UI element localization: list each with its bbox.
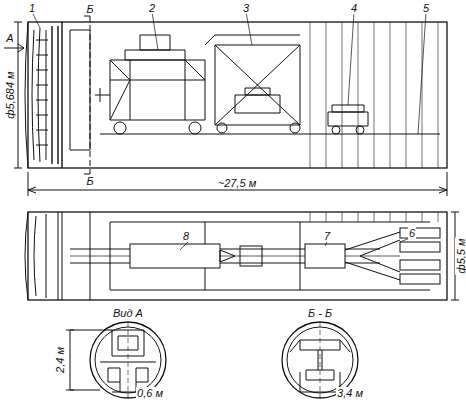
drawing-label: Б xyxy=(85,175,94,187)
drawing-label: ф5,5 м xyxy=(455,237,466,274)
drawing-label: Вид А xyxy=(112,307,144,319)
drawing-label: 8 xyxy=(182,230,190,242)
drawing-label: ф5,684 м xyxy=(4,70,16,119)
drawing-label: 2 xyxy=(148,2,156,14)
drawing-label: 3,4 м xyxy=(336,387,364,399)
drawing-label: А xyxy=(5,32,14,44)
drawing-label: 4 xyxy=(350,2,358,14)
drawing-label: 6 xyxy=(408,227,416,239)
drawing-label: 5 xyxy=(422,2,430,14)
drawing-label: Б xyxy=(85,3,94,15)
drawing-label: ~27,5 м xyxy=(217,177,257,189)
drawing-label: 7 xyxy=(323,230,331,242)
drawing-label: 2,4 м xyxy=(54,346,66,374)
drawing-label: 3 xyxy=(242,2,250,14)
drawing-label: 0,6 м xyxy=(136,387,164,399)
drawing-label: Б - Б xyxy=(307,307,333,319)
drawing-label: 1 xyxy=(28,2,36,14)
